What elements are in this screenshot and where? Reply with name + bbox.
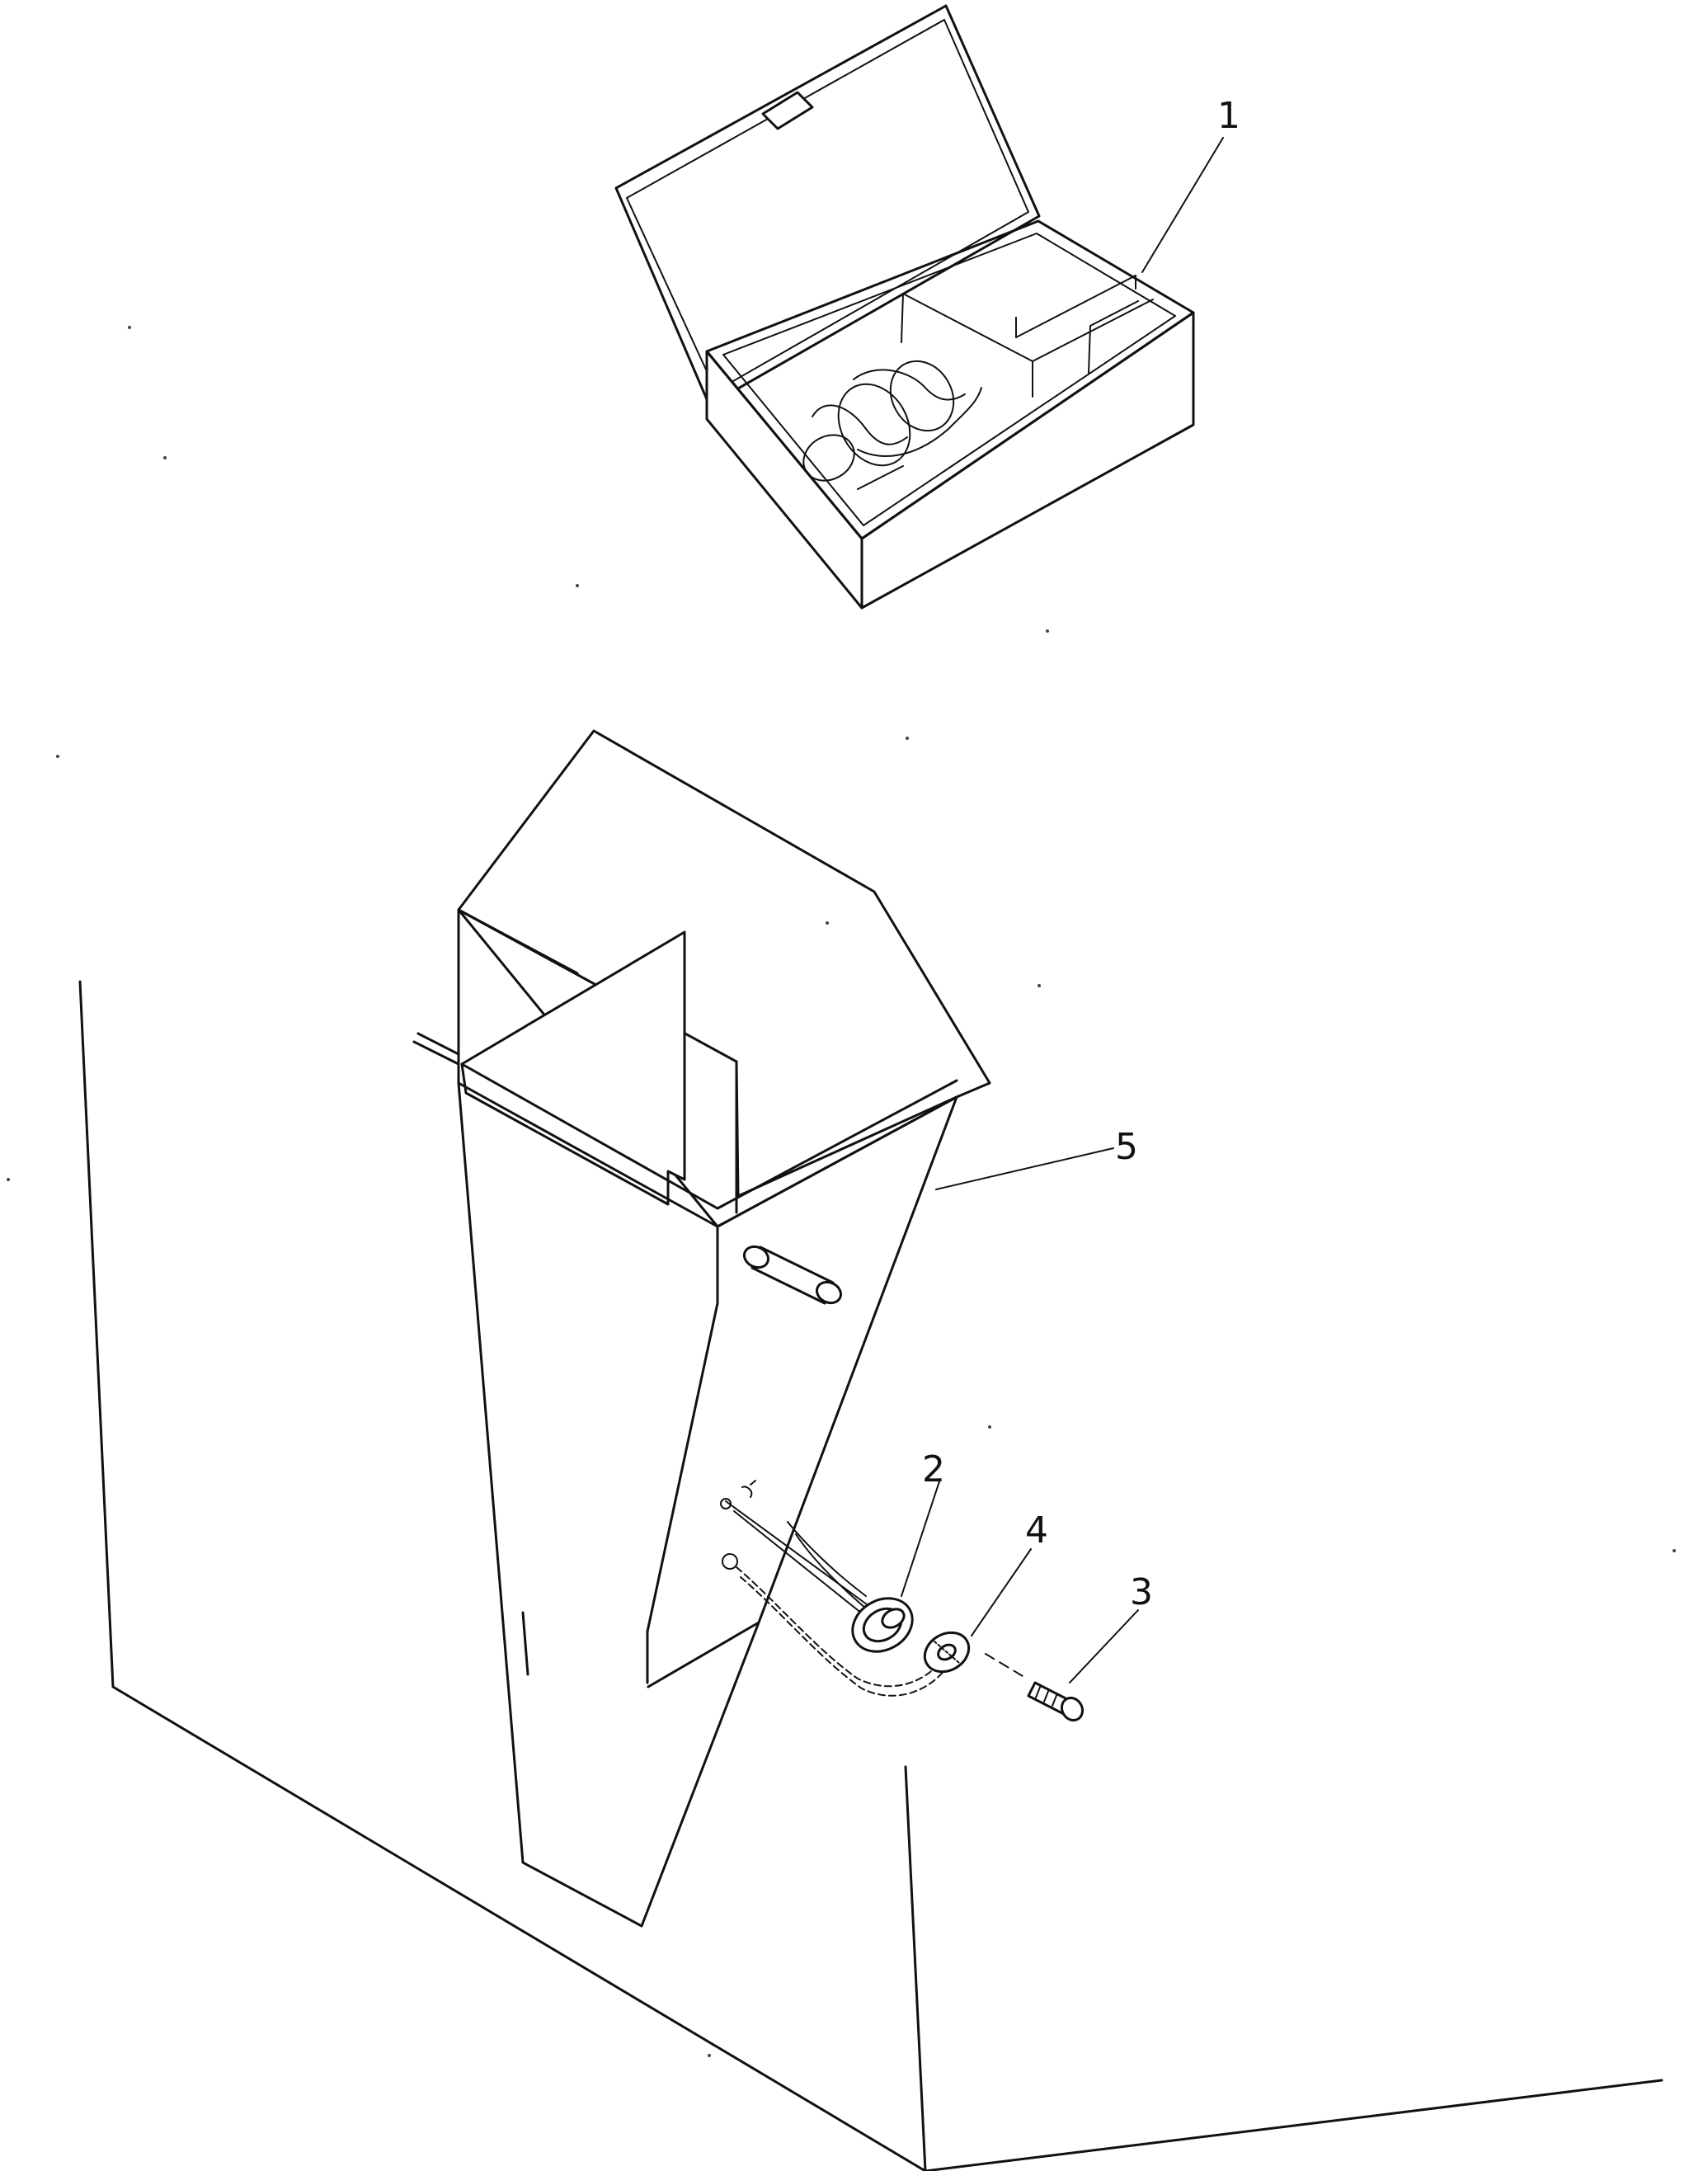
- scan-specks: [7, 326, 1676, 2057]
- screw: [985, 1653, 1085, 1722]
- cap-chain: [722, 1553, 945, 1697]
- filler-neck: [742, 1245, 843, 1305]
- cab-outline: [78, 980, 1663, 2171]
- tank-housing: [412, 729, 991, 1928]
- callout-5: 5: [1115, 1126, 1138, 1168]
- callout-4: 4: [1025, 1509, 1048, 1552]
- gauge-cap-assembly: [720, 1480, 945, 1697]
- callout-1: 1: [1217, 95, 1240, 137]
- cap: [923, 1631, 971, 1674]
- callout-2: 2: [922, 1448, 945, 1491]
- tool-in-tray: [802, 360, 982, 482]
- leader-lines: [901, 137, 1224, 1684]
- callout-3: 3: [1130, 1571, 1153, 1613]
- tool-box: [614, 4, 1195, 610]
